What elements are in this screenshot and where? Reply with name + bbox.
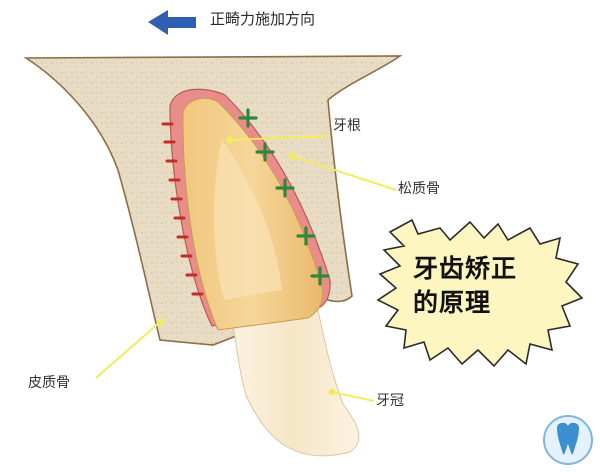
- tooth-crown-label: 牙冠: [376, 393, 404, 409]
- tooth-crown: [227, 294, 360, 457]
- callout-line-1: 牙齿矫正: [413, 254, 518, 283]
- callout-burst: [376, 218, 584, 368]
- plus-mark: [310, 266, 330, 286]
- spongy-bone-label: 松质骨: [398, 181, 440, 197]
- callout-text: 牙齿矫正 的原理: [413, 252, 563, 320]
- tooth-logo-icon: [543, 415, 593, 465]
- plus-mark: [255, 142, 275, 162]
- tension-marks: [238, 108, 330, 286]
- arrow-left-icon: [148, 10, 196, 35]
- leader-crown: [331, 391, 375, 402]
- leader-lines: [95, 135, 397, 402]
- root-pulp: [214, 140, 282, 300]
- leader-cortical: [95, 321, 161, 379]
- tooth-root-label: 牙根: [333, 118, 361, 134]
- leader-root: [229, 135, 331, 141]
- compression-marks: [161, 122, 204, 296]
- callout-line-2: 的原理: [413, 288, 492, 317]
- leader-spongy: [291, 155, 397, 191]
- plus-mark: [275, 178, 295, 198]
- plus-mark: [296, 226, 316, 246]
- plus-mark: [238, 108, 258, 128]
- force-direction-label: 正畸力施加方向: [210, 10, 316, 28]
- cortical-bone-label: 皮质骨: [28, 375, 70, 391]
